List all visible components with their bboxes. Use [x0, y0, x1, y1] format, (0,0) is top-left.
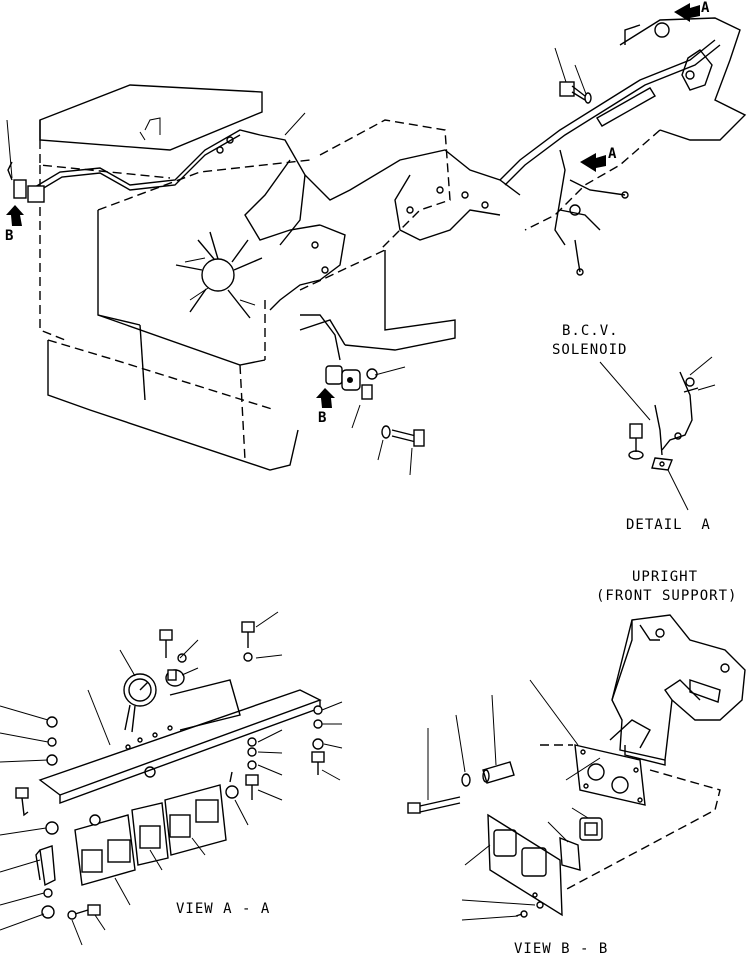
view-bb-label: VIEW B - B — [514, 941, 609, 957]
view-bb-drawing — [407, 679, 721, 921]
bcv-solenoid-label-line2: SOLENOID — [552, 342, 628, 358]
detail-a-label: DETAIL A — [626, 517, 711, 533]
engine-block — [39, 84, 456, 471]
upright-frame-top — [524, 17, 747, 231]
connector-left — [7, 161, 45, 203]
arrow-label-a-top: A — [701, 0, 710, 16]
filled-arrow-icon — [580, 153, 606, 172]
filled-arrow-icon — [316, 388, 335, 408]
connector-center — [325, 365, 378, 400]
detail-a-drawing — [599, 356, 716, 511]
bolt-top — [559, 81, 592, 104]
arrow-label-b-center: B — [318, 410, 327, 426]
bolt-center — [381, 425, 425, 447]
cooling-fan — [175, 231, 263, 319]
arrow-label-b-left: B — [5, 228, 14, 244]
view-aa-label: VIEW A - A — [176, 901, 271, 917]
filled-arrow-icon — [6, 205, 24, 226]
main-wire-harness — [29, 39, 721, 361]
upright-drawing — [609, 614, 746, 766]
leader-lines-main — [6, 47, 587, 476]
arrow-label-a-mid: A — [608, 146, 617, 162]
view-aa-drawing — [0, 611, 343, 946]
upright-label-line1: UPRIGHT — [632, 569, 699, 585]
upright-label-line2: (FRONT SUPPORT) — [596, 588, 738, 604]
filled-arrow-icon — [674, 3, 700, 22]
bcv-solenoid-label-line1: B.C.V. — [562, 323, 619, 339]
